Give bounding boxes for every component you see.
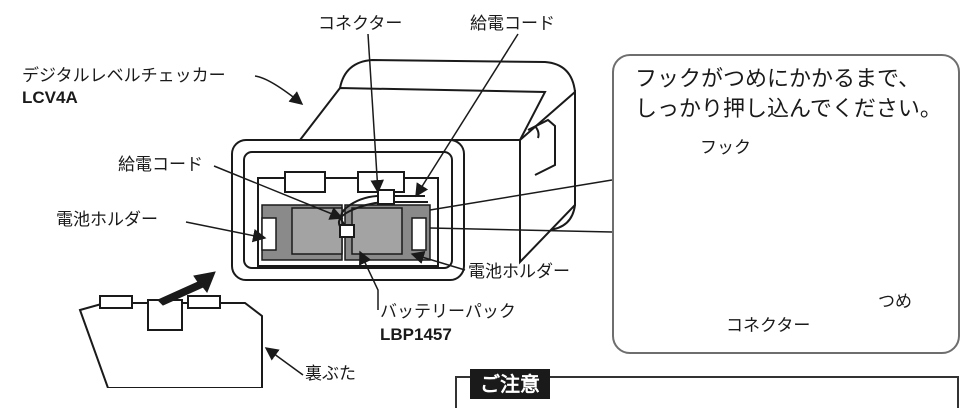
callout-box	[612, 54, 960, 354]
battery-pack-model-label: LBP1457	[380, 325, 452, 344]
power-cord-left-label: 給電コード	[118, 155, 203, 175]
hook-label: フック	[700, 138, 751, 158]
power-cord-top-label: 給電コード	[470, 14, 555, 34]
back-cover-label: 裏ぶた	[305, 364, 356, 384]
insert-arrow	[157, 271, 216, 306]
battery-holders	[261, 204, 431, 261]
latch-label: つめ	[878, 292, 912, 312]
product-name-label: デジタルレベルチェッカー	[22, 66, 226, 86]
product-model-label: LCV4A	[22, 88, 78, 107]
installation-diagram: フックがつめにかかるまで、 しっかり押し込んでください。 フック つめ コネクタ…	[22, 14, 960, 408]
caution-title: ご注意	[470, 369, 550, 399]
callout-connector-label: コネクター	[726, 316, 811, 336]
back-cover-shape	[78, 295, 263, 388]
connector-label: コネクター	[318, 14, 403, 34]
battery-holder-left-label: 電池ホルダー	[56, 210, 158, 230]
battery-pack-label: バッテリーパック	[380, 302, 516, 322]
leader-lines	[185, 33, 613, 376]
callout-instruction-line1: フックがつめにかかるまで、	[635, 67, 921, 92]
battery-holder-right-label: 電池ホルダー	[468, 262, 570, 282]
callout-instruction-line2: しっかり押し込んでください。	[635, 97, 942, 122]
